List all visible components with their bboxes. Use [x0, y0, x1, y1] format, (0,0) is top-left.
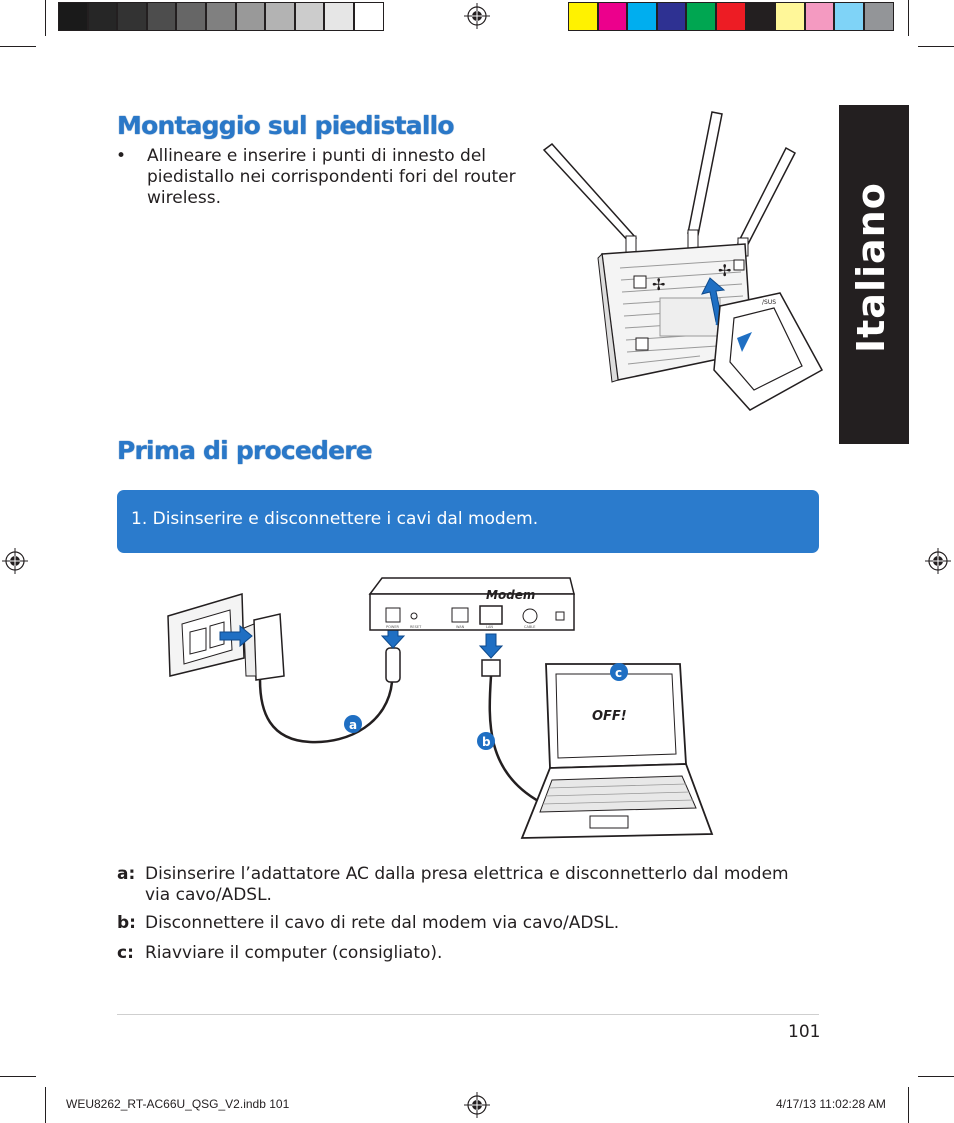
calibration-swatch [568, 2, 598, 31]
calibration-swatch [354, 2, 384, 31]
footer-rule [117, 1014, 819, 1015]
port-label-lan: LAN [486, 625, 493, 629]
modem-disconnect-diagram: a Modem POWER RESET WAN LAN CABLE b OFF!… [167, 577, 714, 839]
section-title-before: Prima di procedere [117, 436, 373, 465]
section-title-stand: Montaggio sul piedistallo [117, 111, 455, 140]
note-key: c: [117, 943, 134, 963]
calibration-swatch [117, 2, 147, 31]
calibration-swatch [58, 2, 88, 31]
registration-target-icon [464, 1092, 490, 1118]
calibration-swatch [834, 2, 864, 31]
registration-target-icon [2, 548, 28, 574]
step-text: 1. Disinserire e disconnettere i cavi da… [131, 509, 539, 529]
calibration-swatch [176, 2, 206, 31]
registration-target-icon [464, 3, 490, 29]
callout-b: b [482, 735, 491, 749]
note-key: b: [117, 913, 136, 933]
footer-timestamp: 4/17/13 11:02:28 AM [776, 1097, 886, 1111]
calibration-swatch [206, 2, 236, 31]
calibration-swatch [686, 2, 716, 31]
modem-label: Modem [486, 588, 535, 602]
calibration-swatch [324, 2, 354, 31]
note-text: Disinserire l’adattatore AC dalla presa … [145, 864, 789, 905]
stand-instruction: Allineare e inserire i punti di innesto … [147, 146, 516, 208]
note-text: Riavviare il computer (consigliato). [145, 943, 443, 963]
calibration-swatch [745, 2, 776, 31]
calibration-swatch [627, 2, 657, 31]
svg-text:✢: ✢ [652, 275, 665, 294]
calibration-swatch [775, 2, 805, 31]
callout-c: c [615, 666, 622, 680]
footer-file-info: WEU8262_RT-AC66U_QSG_V2.indb 101 [66, 1097, 290, 1111]
note-text: Disconnettere il cavo di rete dal modem … [145, 913, 620, 933]
port-label-reset: RESET [410, 625, 422, 629]
page-number: 101 [788, 1022, 821, 1042]
calibration-swatch [87, 2, 118, 31]
port-label-power: POWER [386, 625, 400, 629]
note-key: a: [117, 864, 136, 884]
calibration-swatch [265, 2, 295, 31]
language-side-tab: Italiano [839, 105, 909, 444]
calibration-swatch [146, 2, 177, 31]
router-stand-illustration: ✢ ✢ /SUS [542, 111, 824, 411]
bullet-icon: • [116, 146, 127, 166]
calibration-swatch [597, 2, 628, 31]
laptop-screen-text: OFF! [592, 709, 627, 724]
calibration-swatch [804, 2, 835, 31]
port-label-cable: CABLE [524, 625, 535, 629]
step-callout-box: 1. Disinserire e disconnettere i cavi da… [117, 490, 819, 553]
svg-text:✢: ✢ [718, 261, 731, 280]
calibration-swatch [656, 2, 687, 31]
registration-target-icon [925, 548, 951, 574]
calibration-swatch [235, 2, 266, 31]
port-label-wan: WAN [456, 625, 465, 629]
calibration-swatch [716, 2, 746, 31]
callout-a: a [349, 718, 357, 732]
calibration-swatch [294, 2, 325, 31]
language-label: Italiano [849, 182, 893, 353]
calibration-swatch [864, 2, 894, 31]
svg-text:/SUS: /SUS [762, 299, 776, 306]
